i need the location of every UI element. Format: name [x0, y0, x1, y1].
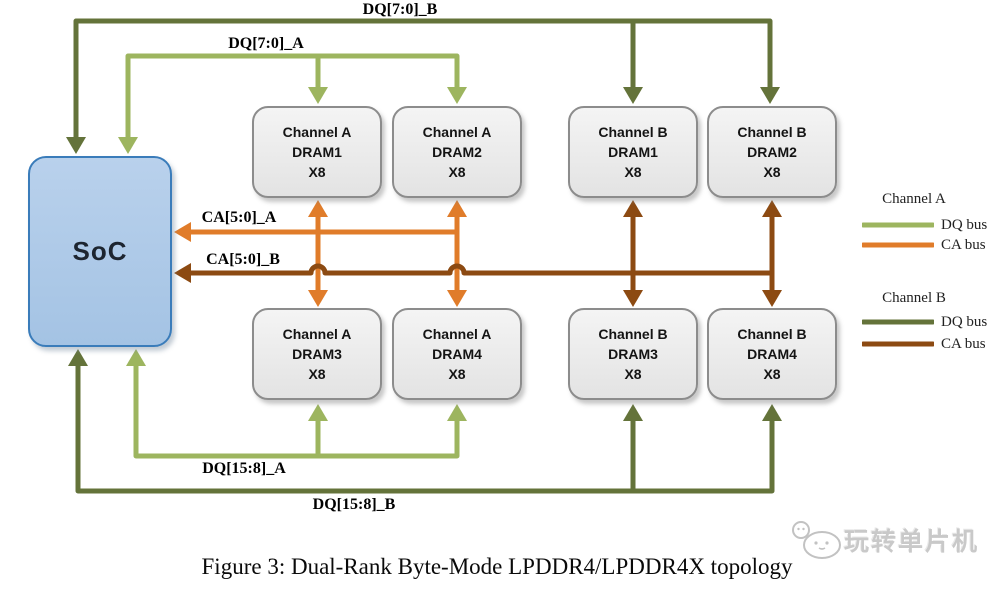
dram-channel-label: Channel A — [282, 124, 352, 140]
soc-label: SoC — [72, 236, 128, 266]
legend-channel-a-dq-row: DQ bus — [862, 217, 987, 233]
arrow-up-icon — [68, 349, 88, 366]
dram-box-channel-a-dram3: Channel A DRAM3 X8 — [252, 308, 382, 400]
ca50-b-bus-arrowheads — [174, 200, 782, 307]
dram-channel-label: Channel A — [422, 124, 492, 140]
dram-name-label: DRAM4 — [747, 346, 797, 362]
watermark-text: 玩转单片机 — [844, 528, 980, 556]
dram-channel-label: Channel A — [422, 326, 492, 342]
dram-box-channel-b-dram1: Channel B DRAM1 X8 — [568, 106, 698, 198]
dram-box-channel-a-dram2: Channel A DRAM2 X8 — [392, 106, 522, 198]
arrow-up-icon — [308, 200, 328, 217]
dram-box-channel-b-dram2: Channel B DRAM2 X8 — [707, 106, 837, 198]
dram-channel-label: Channel B — [737, 124, 807, 140]
bus-label-ca50-b: CA[5:0]_B — [206, 251, 280, 268]
watermark: 玩转单片机 — [790, 519, 979, 561]
dram-name-label: DRAM1 — [608, 144, 658, 160]
dram-width-label: X8 — [624, 164, 642, 180]
arrow-up-icon — [762, 404, 782, 421]
dram-channel-label: Channel B — [598, 124, 668, 140]
legend-channel-b-ca-row: CA bus — [862, 336, 986, 352]
arrow-up-icon — [126, 349, 146, 366]
dram-width-label: X8 — [763, 164, 781, 180]
legend-channel-a-title: Channel A — [882, 191, 946, 207]
dram-name-label: DRAM2 — [747, 144, 797, 160]
dram-width-label: X8 — [763, 366, 781, 382]
arrow-up-icon — [447, 404, 467, 421]
arrow-up-icon — [623, 404, 643, 421]
ca50-b-bus-lines — [191, 217, 775, 290]
dq158-a-bus-arrowheads — [126, 349, 467, 421]
arrow-down-icon — [623, 87, 643, 104]
dram-width-label: X8 — [448, 366, 466, 382]
arrow-down-icon — [447, 290, 467, 307]
dram-channel-label: Channel B — [598, 326, 668, 342]
dram-name-label: DRAM1 — [292, 144, 342, 160]
bus-label-dq70-b: DQ[7:0]_B — [362, 1, 438, 18]
dram-width-label: X8 — [308, 366, 326, 382]
legend-ca-bus-label: CA bus — [941, 236, 986, 253]
channel-b-ca-swatch-icon — [862, 341, 934, 347]
ca50-a-bus-arrowheads — [174, 200, 467, 307]
bus-label-dq158-b: DQ[15:8]_B — [312, 496, 396, 513]
dq70-a-bus-arrowheads — [118, 87, 467, 154]
channel-b-dq-swatch-icon — [862, 319, 934, 325]
dram-channel-label: Channel B — [737, 326, 807, 342]
bus-label-dq158-a: DQ[15:8]_A — [202, 460, 286, 477]
dram-box-channel-b-dram3: Channel B DRAM3 X8 — [568, 308, 698, 400]
dq158-b-bus-arrowheads — [68, 349, 782, 421]
dq70-b-bus-arrowheads — [66, 87, 780, 154]
legend-dq-bus-label: DQ bus — [941, 313, 988, 330]
arrow-up-icon — [447, 200, 467, 217]
soc-block: SoC — [28, 156, 172, 347]
dram-channel-label: Channel A — [282, 326, 352, 342]
channel-a-ca-swatch-icon — [862, 242, 934, 248]
arrow-left-icon — [174, 263, 191, 283]
dram-box-channel-a-dram4: Channel A DRAM4 X8 — [392, 308, 522, 400]
watermark-logo-icon — [792, 521, 841, 559]
arrow-down-icon — [760, 87, 780, 104]
legend-channel-a-ca-row: CA bus — [862, 237, 986, 253]
ca50-a-bus-lines — [191, 217, 460, 290]
dram-width-label: X8 — [624, 366, 642, 382]
arrow-down-icon — [118, 137, 138, 154]
arrow-down-icon — [447, 87, 467, 104]
arrow-up-icon — [762, 200, 782, 217]
arrow-down-icon — [762, 290, 782, 307]
dram-box-channel-b-dram4: Channel B DRAM4 X8 — [707, 308, 837, 400]
arrow-up-icon — [308, 404, 328, 421]
dram-name-label: DRAM3 — [608, 346, 658, 362]
dq70-b-bus-lines — [73, 18, 773, 137]
channel-a-dq-swatch-icon — [862, 222, 934, 228]
dram-width-label: X8 — [448, 164, 466, 180]
bus-label-ca50-a: CA[5:0]_A — [201, 209, 277, 226]
dram-box-channel-a-dram1: Channel A DRAM1 X8 — [252, 106, 382, 198]
dram-name-label: DRAM2 — [432, 144, 482, 160]
arrow-left-icon — [174, 222, 191, 242]
figure-caption: Figure 3: Dual-Rank Byte-Mode LPDDR4/LPD… — [201, 554, 793, 579]
legend-dq-bus-label: DQ bus — [941, 216, 988, 233]
arrow-down-icon — [66, 137, 86, 154]
arrow-down-icon — [308, 290, 328, 307]
dq158-a-bus-lines — [133, 366, 460, 459]
dq70-a-bus-lines — [125, 53, 460, 137]
dram-name-label: DRAM3 — [292, 346, 342, 362]
dram-width-label: X8 — [308, 164, 326, 180]
arrow-up-icon — [623, 200, 643, 217]
arrow-down-icon — [623, 290, 643, 307]
dram-name-label: DRAM4 — [432, 346, 482, 362]
legend-channel-b-title: Channel B — [882, 290, 946, 306]
arrow-down-icon — [308, 87, 328, 104]
bus-label-dq70-a: DQ[7:0]_A — [228, 35, 304, 52]
legend-ca-bus-label: CA bus — [941, 335, 986, 352]
legend-channel-b-dq-row: DQ bus — [862, 314, 987, 330]
dq158-b-bus-lines — [75, 366, 775, 494]
